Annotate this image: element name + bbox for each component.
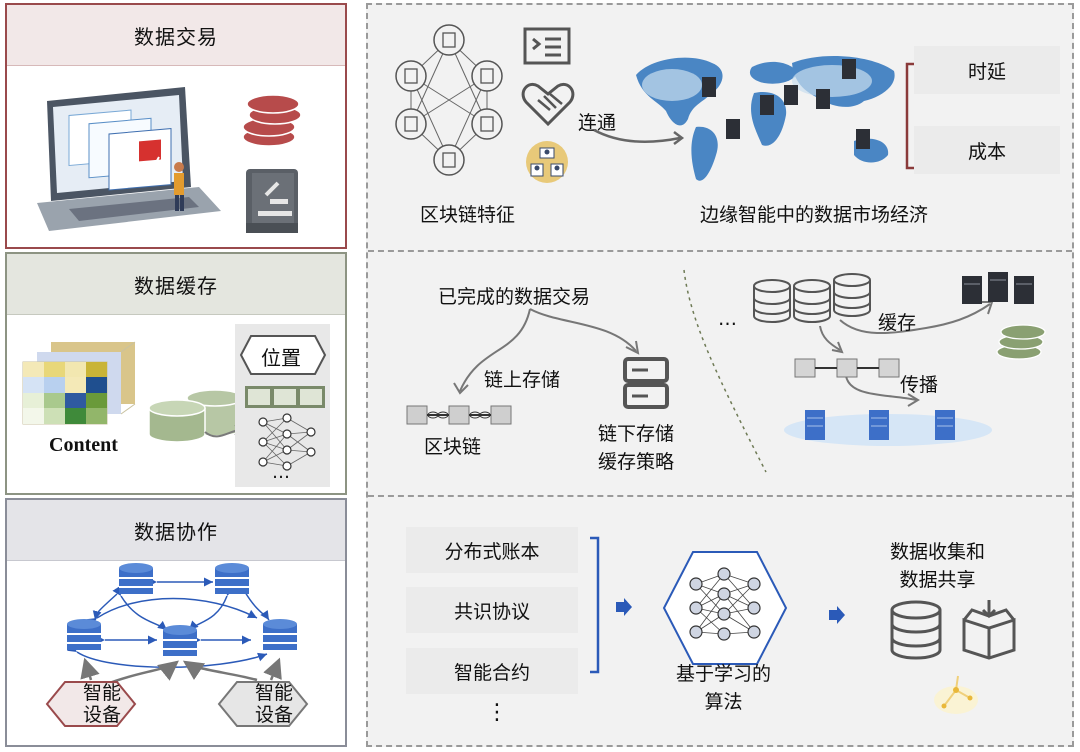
trade-split-arrows [453, 308, 640, 395]
position-hexagon-icon [239, 335, 327, 375]
sparkle-icon [934, 675, 978, 714]
ledger-icon [246, 169, 298, 233]
list-icon [523, 27, 571, 65]
algo-label: 基于学习的 算法 [676, 663, 772, 713]
database-outline-icon [890, 600, 942, 660]
result-label: 数据收集和 数据共享 [890, 541, 986, 591]
cache-card: 数据缓存 [5, 252, 347, 495]
blockchain-label: 区块链 [424, 436, 482, 458]
offchain-storage-label: 链下存储 缓存策略 [598, 423, 675, 473]
edge-servers-icon [962, 272, 1034, 304]
ledger-item-label: 分布式账本 [444, 540, 540, 563]
device-a-label: 智能 设备 [83, 682, 122, 726]
device-b-label: 智能 设备 [255, 682, 294, 726]
right-divider-2 [368, 495, 1072, 497]
collab-card: 数据协作 [5, 498, 347, 747]
consensus-item-label: 共识协议 [453, 600, 530, 623]
latency-box: 时延 [914, 46, 1060, 94]
trade-title: 数据交易 [134, 24, 218, 49]
collab-network-icon [45, 563, 309, 727]
collab-title: 数据协作 [134, 519, 218, 544]
cache-flow-arrows [819, 301, 994, 407]
blockchain-network-icon [395, 24, 503, 176]
market-label: 边缘智能中的数据市场经济 [700, 204, 929, 226]
bottom-bracket-icon [590, 536, 600, 674]
cloud-servers-icon [784, 410, 992, 446]
cache-title: 数据缓存 [134, 273, 218, 298]
arrow-right-icon [616, 598, 632, 616]
blockchain-features-label: 区块链特征 [420, 204, 516, 226]
cache-ellipsis: … [272, 462, 290, 483]
connect-arrow [593, 128, 685, 145]
trade-header: 数据交易 [7, 5, 345, 66]
chain-icon-2 [794, 358, 900, 378]
arrow-right-icon-2 [829, 606, 845, 624]
connect-label: 连通 [578, 112, 617, 134]
middle-ellipsis: … [718, 308, 737, 330]
neural-net-icon [258, 413, 316, 471]
bottom-vertical-ellipsis: ⋮ [486, 700, 508, 725]
dotted-curve [683, 269, 767, 473]
heatmap-icon [22, 341, 136, 425]
handshake-icon [521, 83, 575, 127]
cache-header: 数据缓存 [7, 254, 345, 315]
server-rack-icon [623, 357, 669, 409]
latency-label: 时延 [967, 60, 1006, 83]
bracket-icon [905, 62, 915, 170]
position-label: 位置 [261, 346, 301, 370]
onchain-storage-label: 链上存储 [484, 369, 561, 391]
cost-box: 成本 [914, 126, 1060, 174]
propagate-label: 传播 [900, 374, 939, 396]
contract-box: 智能合约 [406, 648, 578, 694]
people-icon [526, 141, 568, 183]
ledger-box: 分布式账本 [406, 527, 578, 573]
right-divider-1 [368, 250, 1072, 252]
contract-item-label: 智能合约 [453, 661, 530, 684]
green-coins-icon [996, 324, 1046, 360]
cost-label: 成本 [967, 140, 1006, 163]
cache-databases-icon [753, 273, 871, 323]
chain-icon [406, 405, 512, 425]
content-label: Content [49, 434, 118, 456]
consensus-box: 共识协议 [406, 587, 578, 633]
laptop-icon [37, 87, 221, 231]
completed-trade-label: 已完成的数据交易 [438, 286, 591, 308]
coins-icon [242, 94, 302, 147]
cache-label: 缓存 [878, 312, 917, 334]
trade-card: 数据交易 [5, 3, 347, 249]
collab-header: 数据协作 [7, 500, 345, 561]
feature-strip-icon [245, 386, 325, 408]
hexagon-neural-icon [662, 551, 788, 665]
download-box-icon [962, 600, 1016, 660]
world-map-icon [636, 56, 895, 181]
